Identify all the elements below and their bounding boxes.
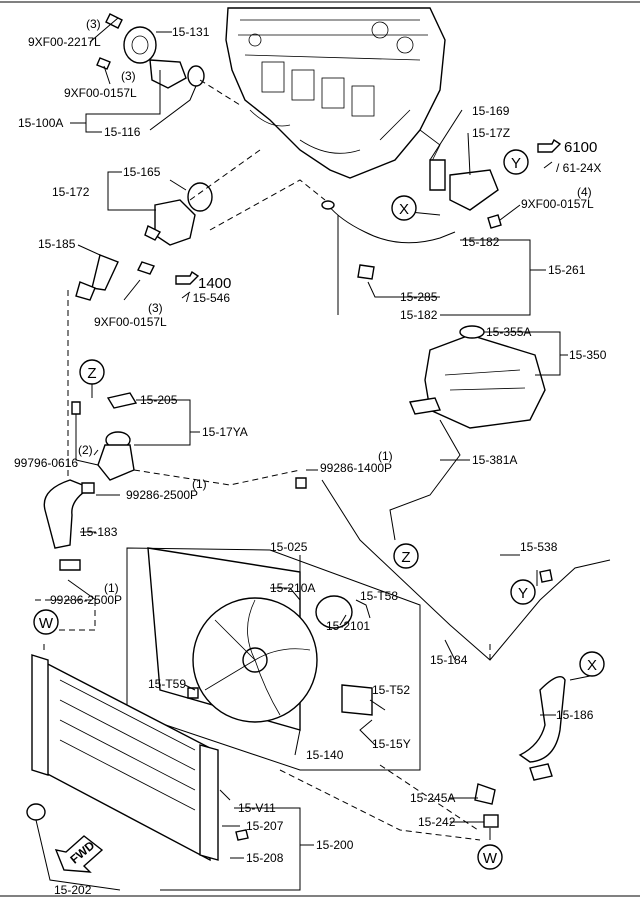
- qty-3a: (3): [86, 17, 101, 31]
- callout-z-left-label: Z: [87, 365, 96, 382]
- label-15-17ya: 15-17YA: [202, 425, 248, 439]
- label-99286-1400p: 99286-1400P: [320, 461, 392, 475]
- label-99286-2500p-b: 99286-2500P: [50, 593, 122, 607]
- label-15-381a: 15-381A: [472, 453, 517, 467]
- part-labels: 15-131 (3) 9XF00-2217L (3) 9XF00-0157L 1…: [14, 17, 607, 897]
- label-15-182-top: 15-182: [462, 235, 500, 249]
- callout-z-left: Z: [79, 359, 105, 385]
- radiator: [26, 654, 249, 862]
- ref-15-546: / 15-546: [186, 291, 230, 305]
- callout-z-center: Z: [393, 543, 419, 569]
- label-15-116: 15-116: [104, 125, 141, 139]
- thermostat-cover: [96, 13, 205, 89]
- leader-lines: [35, 17, 591, 891]
- label-15-538: 15-538: [520, 540, 558, 554]
- ref-61-24x: / 61-24X: [556, 161, 601, 175]
- label-15-131: 15-131: [172, 25, 210, 39]
- label-15-15y: 15-15Y: [372, 737, 411, 751]
- label-15-t58: 15-T58: [360, 589, 398, 603]
- qty-1b: (1): [192, 477, 207, 491]
- fwd-arrow-icon: FWD: [54, 835, 104, 873]
- callout-w-left: W: [33, 609, 59, 635]
- callout-x-top-label: X: [399, 201, 409, 218]
- callout-w-left-label: W: [39, 615, 54, 632]
- label-9xf00-2217l: 9XF00-2217L: [28, 35, 101, 49]
- callout-y-right: Y: [510, 579, 536, 605]
- hose-15-183: [43, 479, 95, 571]
- fan-shroud: [147, 547, 373, 731]
- label-99796-0616: 99796-0616: [14, 456, 78, 470]
- pointing-hand-icon: [537, 138, 562, 153]
- label-15-t52: 15-T52: [372, 683, 410, 697]
- label-15-185: 15-185: [38, 237, 76, 251]
- reference-arrow-icon: [543, 161, 553, 169]
- thermostat-housing: [144, 182, 213, 246]
- label-15-200: 15-200: [316, 838, 354, 852]
- label-9xf00-0157l-right: 9XF00-0157L: [521, 197, 594, 211]
- callout-y-right-label: Y: [518, 585, 528, 602]
- ref-1400: 1400: [198, 275, 231, 292]
- label-15-183: 15-183: [80, 525, 118, 539]
- label-15-242: 15-242: [418, 815, 456, 829]
- label-15-100a: 15-100A: [18, 116, 63, 130]
- ref-6100: 6100: [564, 139, 597, 156]
- label-15-025: 15-025: [270, 540, 308, 554]
- callout-z-center-label: Z: [401, 549, 410, 566]
- label-15-245a: 15-245A: [410, 791, 455, 805]
- label-15-165: 15-165: [123, 165, 161, 179]
- callout-x-top: X: [391, 195, 417, 221]
- hose-15-381a: [389, 419, 461, 541]
- label-15-172: 15-172: [52, 185, 90, 199]
- label-15-140: 15-140: [306, 748, 344, 762]
- bracket-15-245a: [474, 783, 499, 828]
- callout-w-bottom: W: [477, 844, 503, 870]
- water-outlet-15-17ya: [71, 392, 138, 481]
- label-9xf00-0157l-top: 9XF00-0157L: [64, 86, 137, 100]
- label-15-182-bottom: 15-182: [400, 308, 438, 322]
- hose-15-186: [518, 676, 566, 781]
- vacuum-valve-15-17z: [429, 159, 502, 229]
- label-15-186: 15-186: [556, 708, 594, 722]
- qty-1a: (1): [378, 449, 393, 463]
- callout-y-top: Y: [503, 149, 529, 175]
- label-15-v11: 15-V11: [238, 801, 276, 815]
- engine-block: [225, 7, 446, 179]
- label-15-355a: 15-355A: [486, 325, 531, 339]
- pointing-hand-icon: [175, 270, 200, 285]
- label-15-210a: 15-210A: [270, 581, 315, 595]
- label-15-285: 15-285: [400, 290, 438, 304]
- coolant-reservoir: [409, 325, 546, 429]
- callout-y-top-label: Y: [511, 155, 521, 172]
- label-15-261: 15-261: [548, 263, 586, 277]
- label-15-169: 15-169: [472, 104, 510, 118]
- label-15-t59: 15-T59: [148, 677, 186, 691]
- label-15-207: 15-207: [246, 819, 284, 833]
- callout-w-bottom-label: W: [483, 850, 498, 867]
- qty-4: (4): [577, 185, 592, 199]
- label-15-205: 15-205: [140, 393, 178, 407]
- qty-3c: (3): [148, 301, 163, 315]
- label-99286-2500p-a: 99286-2500P: [126, 488, 198, 502]
- qty-1c: (1): [104, 581, 119, 595]
- qty-3b: (3): [121, 69, 136, 83]
- callout-x-right-label: X: [587, 657, 597, 674]
- label-15-184: 15-184: [430, 653, 468, 667]
- label-9xf00-0157l-left: 9XF00-0157L: [94, 315, 167, 329]
- label-15-202: 15-202: [54, 883, 92, 897]
- label-15-2101: 15-2101: [326, 619, 370, 633]
- label-15-350: 15-350: [569, 348, 607, 362]
- hose-15-185: [75, 254, 155, 301]
- callout-x-right: X: [579, 651, 605, 677]
- hose-15-182: [321, 200, 456, 280]
- reference-arrow-icon: [181, 291, 191, 299]
- qty-2: (2): [78, 443, 93, 457]
- label-15-17z: 15-17Z: [472, 126, 510, 140]
- label-15-208: 15-208: [246, 851, 284, 865]
